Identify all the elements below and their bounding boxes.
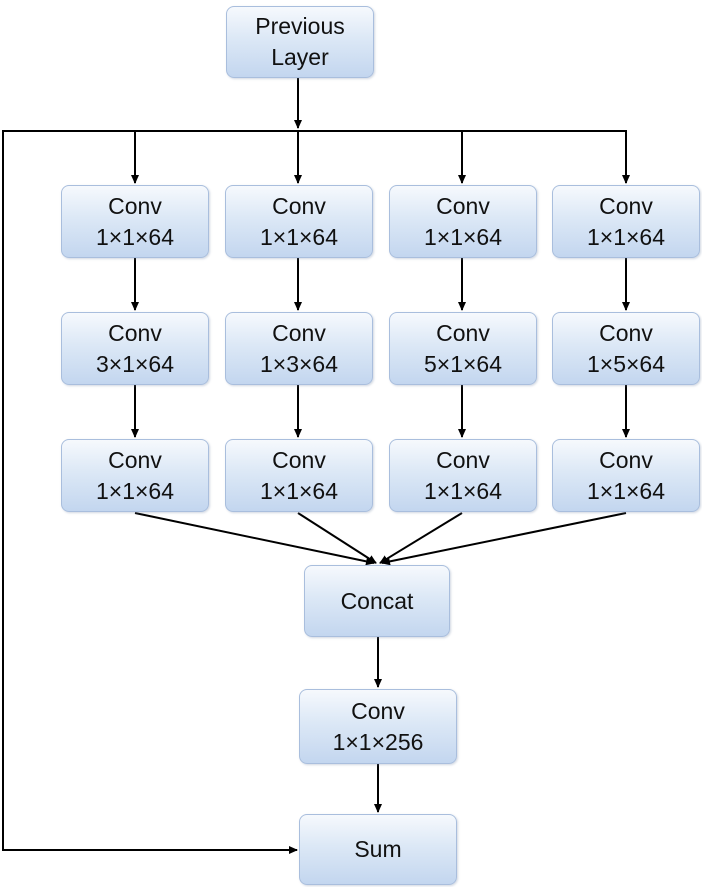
arrow-branch-3-to-concat — [379, 512, 463, 564]
branch-3-expand-conv-node: Conv 1×1×64 — [389, 439, 537, 512]
branch-1-spatial-conv-size: 3×1×64 — [95, 350, 175, 377]
branch-3-reduce-conv-node: Conv 1×1×64 — [389, 185, 537, 258]
sum-node: Sum — [299, 814, 457, 885]
arrow-branch-2-to-concat — [297, 512, 377, 564]
branch-4-expand-conv-name: Conv — [599, 446, 653, 473]
arrow-branch-1-to-concat — [134, 512, 375, 566]
skip-connection-arrow — [2, 131, 298, 854]
branch-1-spatial-conv-name: Conv — [108, 319, 162, 346]
branch-1-reduce-conv-name: Conv — [108, 192, 162, 219]
branch-4-reduce-conv-node: Conv 1×1×64 — [552, 185, 700, 258]
branch-4-reduce-conv-size: 1×1×64 — [586, 223, 666, 250]
branch-3-spatial-conv-size: 5×1×64 — [423, 350, 503, 377]
branch-4-spatial-conv-node: Conv 1×5×64 — [552, 312, 700, 385]
branch-2-spatial-conv-size: 1×3×64 — [259, 350, 339, 377]
branch-1-expand-conv-name: Conv — [108, 446, 162, 473]
branch-2-expand-conv-name: Conv — [272, 446, 326, 473]
branch-4-expand-conv-size: 1×1×64 — [586, 477, 666, 504]
branch-3-expand-conv-size: 1×1×64 — [423, 477, 503, 504]
branch-1-expand-conv-node: Conv 1×1×64 — [61, 439, 209, 512]
branch-2-expand-conv-node: Conv 1×1×64 — [225, 439, 373, 512]
concat-node: Concat — [304, 565, 450, 637]
branch-2-spatial-conv-name: Conv — [272, 319, 326, 346]
sum-label: Sum — [354, 836, 402, 862]
branch-2-expand-conv-size: 1×1×64 — [259, 477, 339, 504]
branch-1-expand-conv-size: 1×1×64 — [95, 477, 175, 504]
final-conv-name: Conv — [351, 697, 405, 724]
branch-4-expand-conv-node: Conv 1×1×64 — [552, 439, 700, 512]
arrow-branch-4-to-concat — [381, 512, 627, 566]
branch-3-reduce-conv-name: Conv — [436, 192, 490, 219]
final-conv-node: Conv 1×1×256 — [299, 689, 457, 764]
branch-1-reduce-conv-size: 1×1×64 — [95, 223, 175, 250]
previous-layer-label-line2: Layer — [271, 44, 329, 70]
branch-1-spatial-conv-node: Conv 3×1×64 — [61, 312, 209, 385]
concat-label: Concat — [340, 587, 414, 614]
branch-2-spatial-conv-node: Conv 1×3×64 — [225, 312, 373, 385]
previous-layer-label-line1: Previous — [255, 13, 345, 39]
branch-3-expand-conv-name: Conv — [436, 446, 490, 473]
branch-2-reduce-conv-node: Conv 1×1×64 — [225, 185, 373, 258]
final-conv-size: 1×1×256 — [332, 728, 424, 755]
branch-3-spatial-conv-node: Conv 5×1×64 — [389, 312, 537, 385]
branch-3-reduce-conv-size: 1×1×64 — [423, 223, 503, 250]
previous-layer-node: Previous Layer — [226, 6, 374, 78]
branch-3-spatial-conv-name: Conv — [436, 319, 490, 346]
branch-2-reduce-conv-name: Conv — [272, 192, 326, 219]
branch-4-spatial-conv-name: Conv — [599, 319, 653, 346]
branch-1-reduce-conv-node: Conv 1×1×64 — [61, 185, 209, 258]
branch-2-reduce-conv-size: 1×1×64 — [259, 223, 339, 250]
branch-4-reduce-conv-name: Conv — [599, 192, 653, 219]
branch-4-spatial-conv-size: 1×5×64 — [586, 350, 666, 377]
